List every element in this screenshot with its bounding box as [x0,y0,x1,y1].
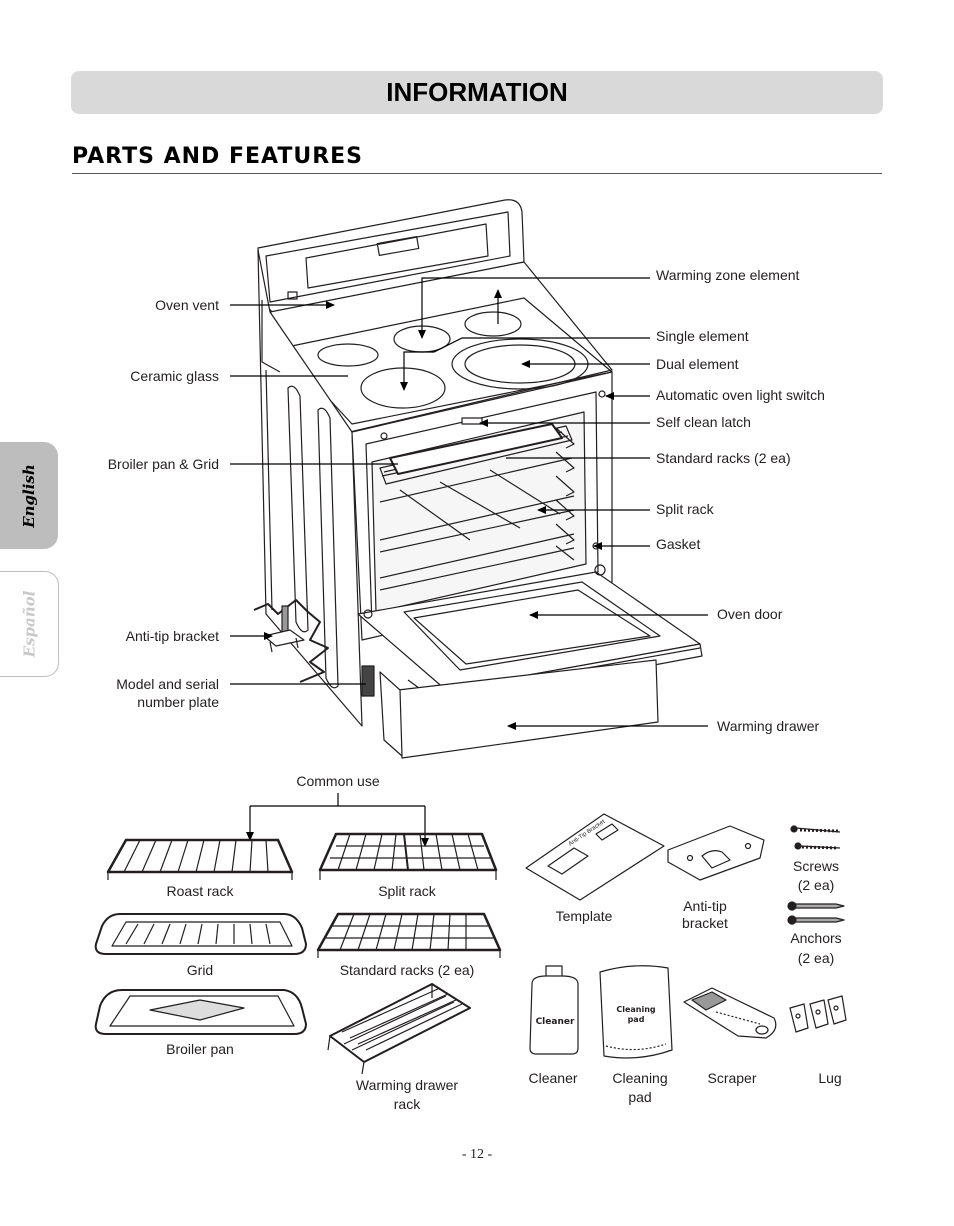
anti-tip-bracket-illustration [253,599,329,683]
banner-title: INFORMATION [386,77,568,107]
cleaner-print: Cleaner [536,1017,575,1027]
section-divider [72,173,882,174]
cleaning-pad-illustration [599,965,673,1059]
tab-english[interactable]: English [0,442,58,549]
label-split-rack: Split rack [656,501,714,517]
label-cleaning-pad-line-2: pad [628,1089,652,1105]
warming-drawer-rack-illustration [327,983,471,1075]
scraper-illustration [683,987,777,1039]
label-anti-tip-line-2: bracket [682,915,728,931]
label-screws-line-2: (2 ea) [797,877,835,893]
label-warming-zone-element: Warming zone element [656,267,800,283]
label-broiler-pan: Broiler pan [166,1041,234,1057]
page-number: - 12 - [461,1147,493,1162]
label-accessory-standard-racks: Standard racks (2 ea) [339,962,475,978]
label-gasket: Gasket [656,536,701,552]
section-title: PARTS AND FEATURES [72,144,364,169]
label-oven-vent: Oven vent [155,297,219,313]
label-broiler-pan-grid: Broiler pan & Grid [107,456,219,472]
label-warming-drawer-rack-line-2: rack [393,1096,421,1112]
label-anchors-line-2: (2 ea) [797,950,835,966]
information-banner: INFORMATION [71,71,883,114]
label-anchors-line-1: Anchors [790,930,842,946]
standard-racks-illustration [316,912,502,958]
split-rack-illustration [318,832,498,880]
label-cleaning-pad-line-1: Cleaning [612,1070,668,1086]
anti-tip-bracket-part-illustration [667,825,765,881]
label-model-serial-line-2: number plate [137,694,219,710]
label-lug: Lug [818,1070,842,1086]
pad-print-line-1: Cleaning [616,1005,656,1014]
lug-illustration [789,995,847,1033]
label-dual-element: Dual element [656,356,739,372]
label-accessory-split-rack: Split rack [378,883,436,899]
label-anti-tip-bracket: Anti-tip bracket [125,628,219,644]
label-grid: Grid [186,962,214,978]
label-screws-line-1: Screws [793,858,839,874]
range-body [257,199,703,759]
label-ceramic-glass: Ceramic glass [130,368,219,384]
label-scraper: Scraper [707,1070,757,1086]
label-cleaner: Cleaner [528,1070,578,1086]
template-illustration [525,813,665,901]
tab-espanol[interactable]: Español [0,571,59,677]
label-standard-racks: Standard racks (2 ea) [656,450,791,466]
grid-illustration [94,913,307,955]
screws-illustration [790,825,841,850]
label-template: Template [555,908,613,924]
label-single-element: Single element [656,328,749,344]
pad-print-line-2: pad [628,1015,645,1024]
label-anti-tip-line-1: Anti-tip [683,898,727,914]
broiler-pan-illustration [94,989,307,1035]
cleaner-bottle-illustration [529,965,579,1055]
label-warming-drawer-rack-line-1: Warming drawer [355,1077,459,1093]
label-self-clean-latch: Self clean latch [656,414,751,430]
label-warming-drawer: Warming drawer [717,718,820,734]
label-oven-door: Oven door [717,606,783,622]
anchors-illustration [787,901,845,925]
label-roast-rack: Roast rack [166,883,234,899]
label-common-use: Common use [296,773,380,789]
label-model-serial-line-1: Model and serial [116,676,219,692]
label-auto-oven-light-switch: Automatic oven light switch [656,387,825,403]
roast-rack-illustration [106,838,294,880]
